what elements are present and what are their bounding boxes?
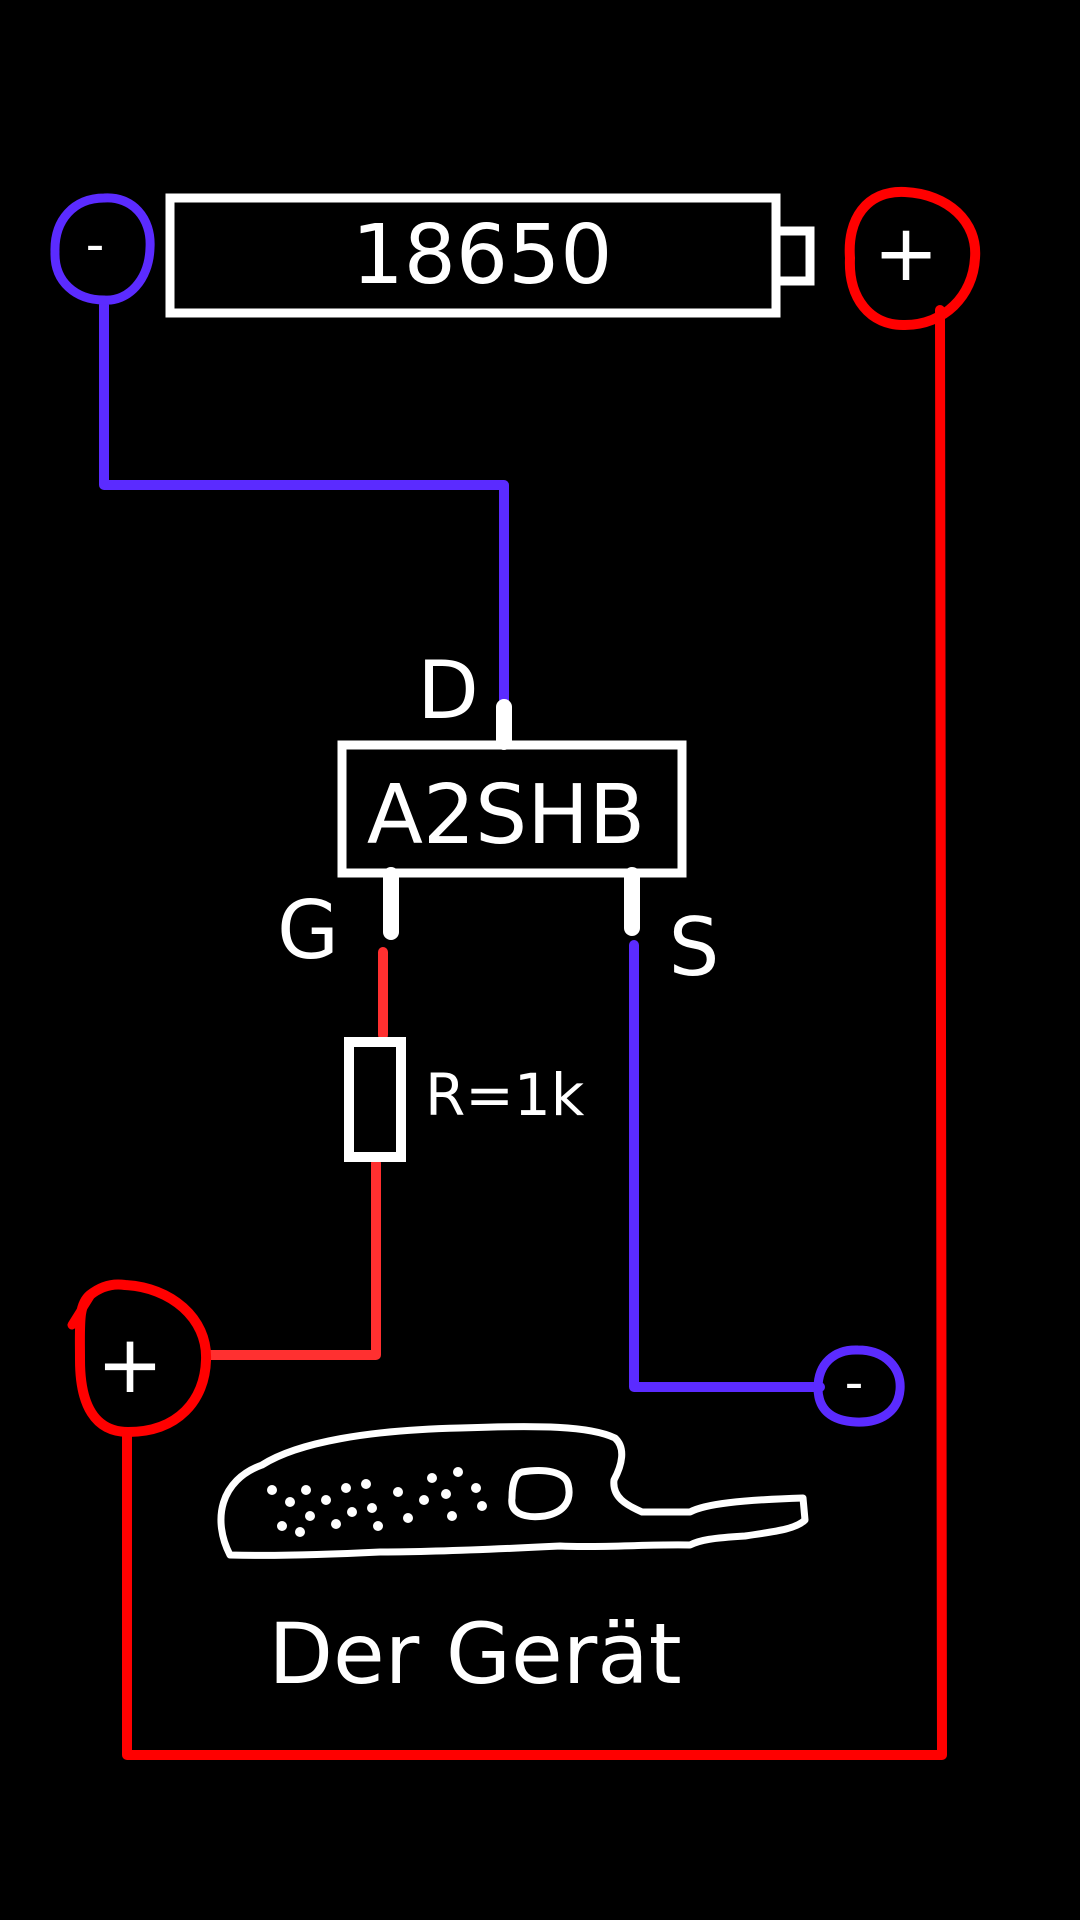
gate-label: G bbox=[277, 884, 339, 977]
flashlight-icon bbox=[217, 1423, 809, 1559]
battery-label: 18650 bbox=[352, 208, 613, 303]
battery-18650: 18650 bbox=[165, 193, 815, 318]
wire-source-to-device-negative bbox=[629, 940, 825, 1392]
resistor-body bbox=[344, 1037, 406, 1162]
battery-positive-cap bbox=[771, 226, 815, 286]
battery-negative-terminal: - bbox=[50, 193, 155, 305]
mosfet-body bbox=[337, 740, 687, 878]
device-positive-sign: + bbox=[96, 1318, 163, 1411]
mosfet-a2shb: A2SHB D G S bbox=[277, 644, 719, 994]
battery-positive-sign: + bbox=[873, 209, 938, 299]
resistor: R=1k bbox=[344, 1037, 585, 1162]
flashlight-switch bbox=[508, 1467, 573, 1521]
device-negative-circle bbox=[813, 1345, 905, 1427]
flashlight-outline bbox=[217, 1423, 809, 1559]
device-label: Der Gerät bbox=[268, 1605, 681, 1703]
wire-battery-positive-to-device-positive bbox=[122, 305, 947, 1760]
battery-negative-sign: - bbox=[86, 215, 105, 275]
drain-label: D bbox=[417, 644, 479, 737]
positive-terminal-circle bbox=[844, 186, 981, 331]
battery-positive-terminal: + bbox=[844, 186, 981, 331]
resistor-label: R=1k bbox=[425, 1061, 585, 1129]
negative-terminal-circle bbox=[50, 193, 155, 305]
wire-resistor-to-device-positive bbox=[201, 1158, 381, 1360]
flashlight-grip-dots bbox=[267, 1467, 487, 1537]
device-positive-tick bbox=[67, 1288, 97, 1330]
wire-battery-negative-to-drain bbox=[99, 300, 509, 705]
device-negative-sign: - bbox=[845, 1353, 864, 1413]
source-label: S bbox=[669, 901, 720, 994]
device-negative-terminal: - bbox=[813, 1345, 905, 1427]
mosfet-label: A2SHB bbox=[367, 768, 645, 863]
device-positive-terminal: + bbox=[67, 1279, 212, 1438]
